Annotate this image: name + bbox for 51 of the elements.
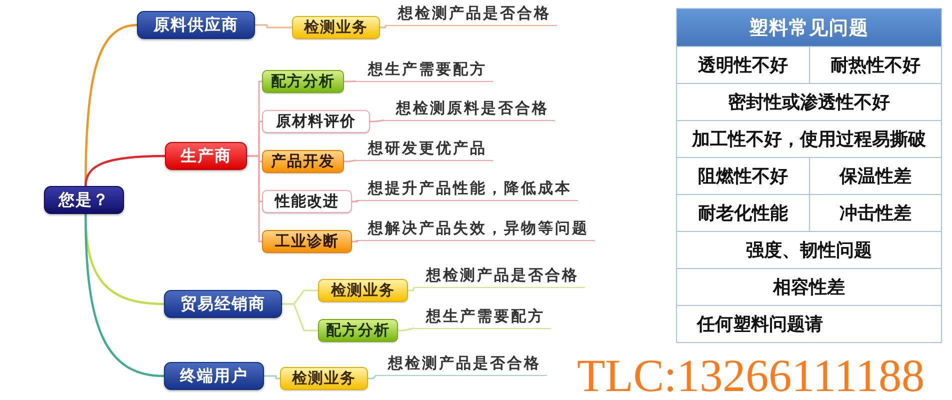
underlined-note: 想生产需要配方 <box>414 307 551 329</box>
service-tag: 检测业务 <box>280 367 368 390</box>
table-cell: 阻燃性不好 <box>677 157 809 194</box>
category-node: 原料供应商 <box>137 11 255 39</box>
connector-line <box>282 303 318 332</box>
service-tag: 检测业务 <box>292 16 380 39</box>
table-cell: 耐老化性能 <box>677 194 809 231</box>
connector-line <box>380 24 387 28</box>
category-node: 生产商 <box>165 142 247 170</box>
service-tag: 原材料评价 <box>262 110 370 133</box>
connector-line <box>255 24 292 28</box>
connector-line <box>344 80 356 82</box>
service-tag: 产品开发 <box>262 150 344 173</box>
category-node: 终端用户 <box>164 362 264 390</box>
category-node: 贸易经销商 <box>164 290 282 318</box>
table-cell: 密封性或渗透性不好 <box>677 83 941 120</box>
connector-line <box>352 240 359 242</box>
service-tag: 配方分析 <box>262 70 344 93</box>
connector-line <box>264 375 280 380</box>
table-cell: 加工性不好，使用过程易撕破 <box>677 120 941 157</box>
connector-line <box>370 120 384 122</box>
connector-line <box>344 160 356 162</box>
service-tag: 检测业务 <box>318 279 408 302</box>
connector-line <box>352 200 359 202</box>
connector-line <box>247 155 262 242</box>
connector-line <box>398 328 414 332</box>
contact-number: TLC:13266111188 <box>577 353 925 399</box>
underlined-note: 想提升产品性能，降低成本 <box>356 179 578 201</box>
underlined-note: 想生产需要配方 <box>356 60 493 82</box>
central-topic: 您是？ <box>44 186 124 214</box>
connector-line <box>84 154 166 186</box>
underlined-note: 想检测产品是否合格 <box>376 354 547 376</box>
underlined-note: 想研发更优产品 <box>356 139 493 161</box>
underlined-note: 想检测产品是否合格 <box>386 4 557 26</box>
service-tag: 配方分析 <box>318 319 398 342</box>
service-tag: 性能改进 <box>262 190 352 213</box>
table-cell: 保温性差 <box>809 157 941 194</box>
table-cell: 强度、韧性问题 <box>677 231 941 268</box>
connector-line <box>368 374 377 380</box>
underlined-note: 想检测原料是否合格 <box>384 99 555 121</box>
service-tag: 工业诊断 <box>262 230 352 253</box>
table-cell: 冲击性差 <box>809 194 941 231</box>
connector-line <box>84 214 164 378</box>
underlined-note: 想解决产品失效，异物等问题 <box>356 219 595 241</box>
table-cell: 相容性差 <box>677 268 941 305</box>
connector-line <box>408 287 415 292</box>
table-header: 塑料常见问题 <box>677 9 941 46</box>
table-cell: 耐热性不好 <box>809 46 941 83</box>
table-cell: 透明性不好 <box>677 46 809 83</box>
underlined-note: 想检测产品是否合格 <box>414 266 585 288</box>
table-cell: 任何塑料问题请 <box>677 305 941 342</box>
